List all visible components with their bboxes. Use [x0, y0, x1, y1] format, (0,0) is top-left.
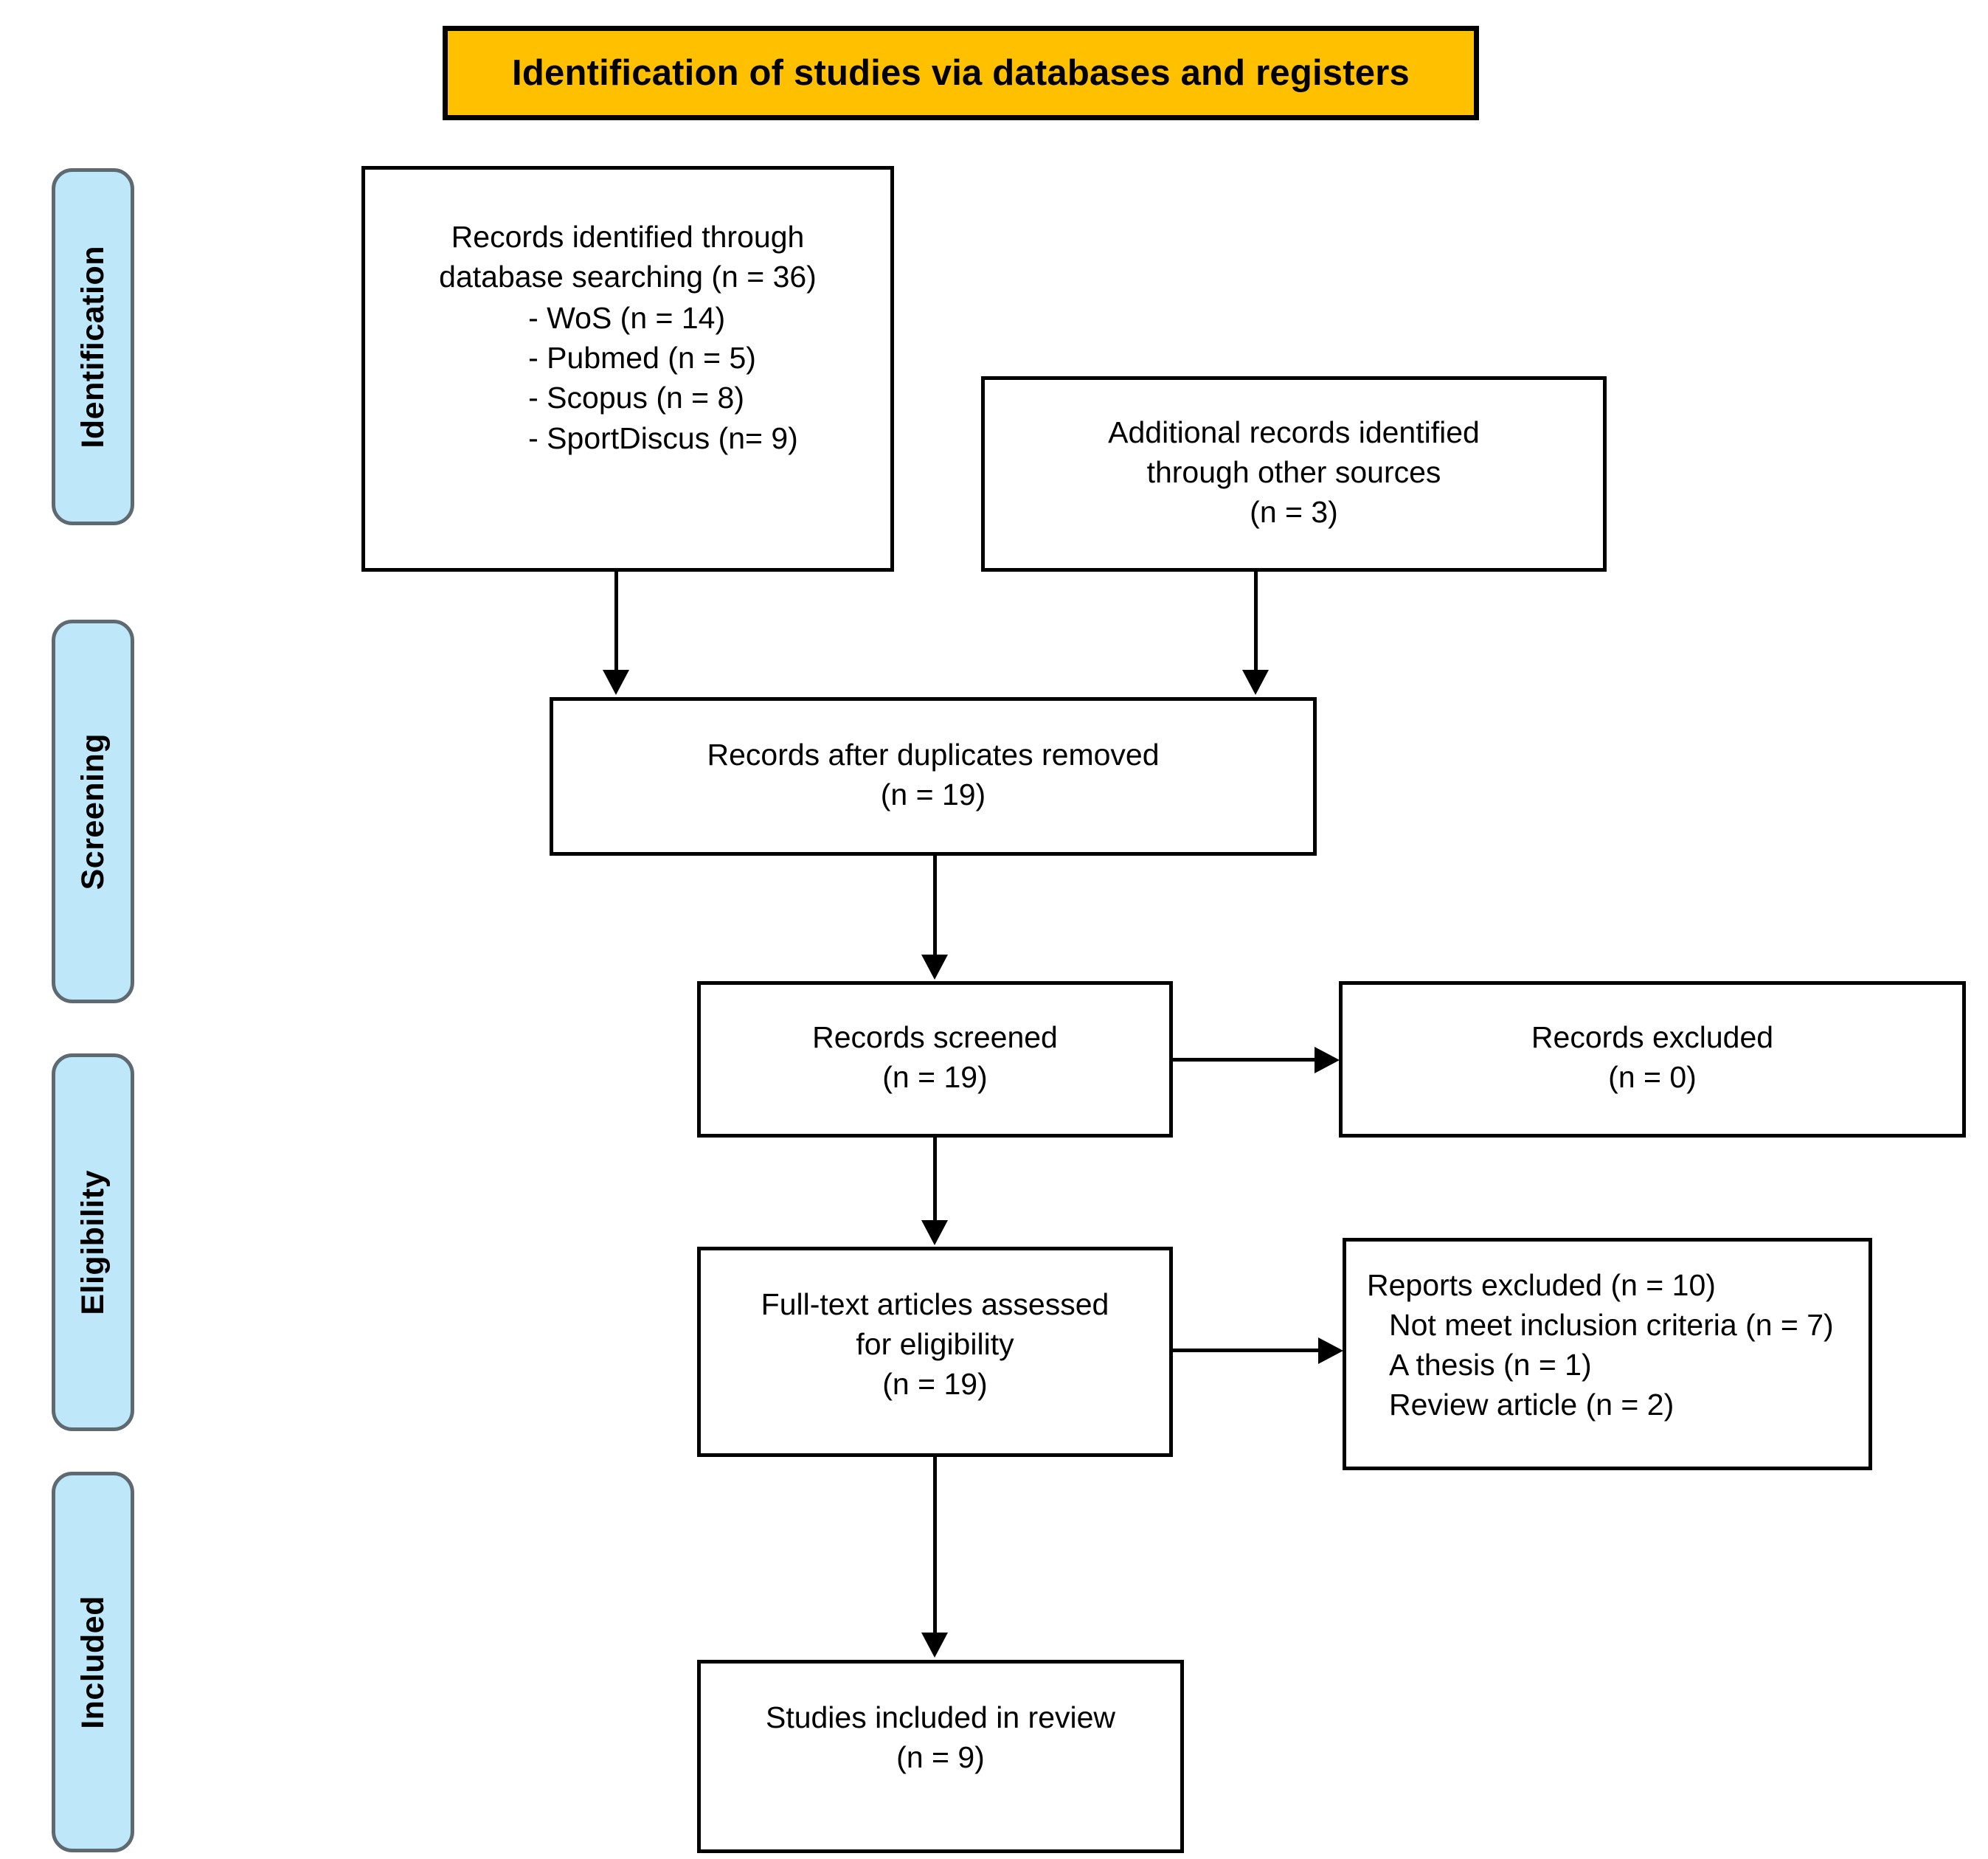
box-studies-included: Studies included in review (n = 9) — [697, 1660, 1184, 1853]
box-reports-excluded-line2: Not meet inclusion criteria (n = 7) — [1389, 1308, 1834, 1343]
box-reports-excluded-line4: Review article (n = 2) — [1389, 1388, 1674, 1422]
box-records-excluded: Records excluded (n = 0) — [1339, 981, 1966, 1138]
bullet-sportdiscus: - SportDiscus (n= 9) — [528, 420, 798, 455]
connector-screened-to-excluded-arrow — [1315, 1047, 1340, 1073]
box-duplicates-removed-line1: Records after duplicates removed — [707, 738, 1160, 772]
stage-pill-eligibility: Eligibility — [52, 1053, 134, 1431]
connector-screened-to-fulltext-line — [933, 1138, 937, 1222]
box-reports-excluded: Reports excluded (n = 10) Not meet inclu… — [1343, 1238, 1872, 1470]
box-studies-included-line1: Studies included in review — [765, 1700, 1116, 1734]
box-database-searching: Records identified through database sear… — [361, 166, 894, 572]
box-records-screened-line2: (n = 19) — [882, 1060, 988, 1095]
box-database-searching-line2: database searching (n = 36) — [439, 260, 817, 294]
bullet-wos: - WoS (n = 14) — [528, 301, 726, 336]
stage-label-eligibility: Eligibility — [75, 1169, 111, 1315]
box-additional-records-line2: through other sources — [1146, 455, 1441, 490]
connector-fulltext-to-reports-line — [1173, 1349, 1320, 1352]
connector-fulltext-to-included-arrow — [921, 1633, 948, 1658]
connector-additional-to-dupes-line — [1254, 572, 1258, 672]
box-full-text-assessed-line1: Full-text articles assessed — [761, 1287, 1109, 1321]
box-additional-records: Additional records identified through ot… — [981, 376, 1607, 572]
stage-pill-included: Included — [52, 1472, 134, 1852]
connector-fulltext-to-reports-arrow — [1318, 1337, 1343, 1364]
box-reports-excluded-line3: A thesis (n = 1) — [1389, 1348, 1592, 1382]
box-additional-records-line3: (n = 3) — [1250, 495, 1338, 530]
box-records-excluded-line1: Records excluded — [1531, 1020, 1774, 1054]
box-database-searching-line1: Records identified through — [451, 220, 805, 254]
stage-label-identification: Identification — [75, 245, 111, 449]
stage-pill-screening: Screening — [52, 620, 134, 1003]
box-full-text-assessed-line3: (n = 19) — [882, 1367, 988, 1402]
connector-screened-to-fulltext-arrow — [921, 1220, 948, 1245]
diagram-title-banner: Identification of studies via databases … — [443, 26, 1479, 120]
diagram-title: Identification of studies via databases … — [512, 53, 1410, 93]
connector-screened-to-excluded-line — [1173, 1058, 1317, 1062]
connector-fulltext-to-included-line — [933, 1457, 937, 1634]
box-full-text-assessed: Full-text articles assessed for eligibil… — [697, 1247, 1173, 1457]
box-additional-records-line1: Additional records identified — [1108, 415, 1480, 449]
box-full-text-assessed-line2: for eligibility — [856, 1327, 1014, 1362]
connector-db-to-dupes-arrow — [603, 670, 629, 695]
box-records-excluded-line2: (n = 0) — [1608, 1060, 1697, 1095]
box-records-screened: Records screened (n = 19) — [697, 981, 1173, 1138]
box-records-screened-line1: Records screened — [812, 1020, 1058, 1054]
connector-db-to-dupes-line — [614, 572, 618, 672]
box-duplicates-removed-line2: (n = 19) — [880, 778, 986, 812]
bullet-scopus: - Scopus (n = 8) — [528, 381, 744, 415]
box-duplicates-removed: Records after duplicates removed (n = 19… — [550, 697, 1317, 856]
stage-label-included: Included — [75, 1595, 111, 1729]
bullet-pubmed: - Pubmed (n = 5) — [528, 341, 756, 375]
box-database-searching-bullets: - WoS (n = 14) - Pubmed (n = 5) - Scopus… — [457, 298, 798, 457]
connector-additional-to-dupes-arrow — [1242, 670, 1269, 695]
connector-dupes-to-screened-line — [933, 856, 937, 956]
stage-label-screening: Screening — [75, 733, 111, 890]
connector-dupes-to-screened-arrow — [921, 955, 948, 980]
box-studies-included-line2: (n = 9) — [896, 1740, 985, 1775]
stage-pill-identification: Identification — [52, 168, 134, 525]
box-reports-excluded-line1: Reports excluded (n = 10) — [1367, 1268, 1716, 1302]
